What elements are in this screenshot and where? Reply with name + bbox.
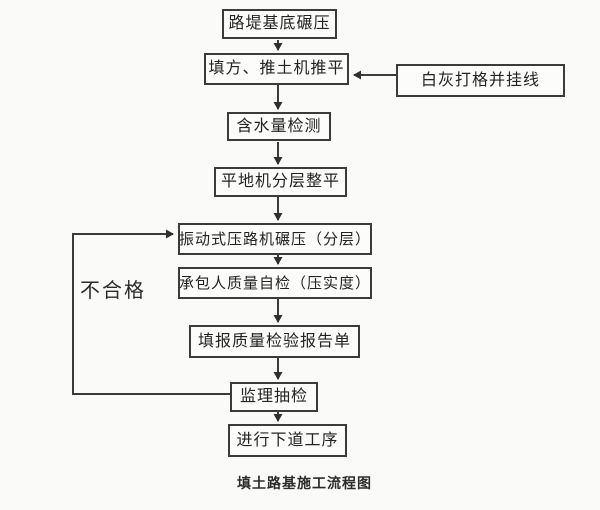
flow-node-supervisor-spot-check: 监理抽检: [230, 382, 318, 412]
edge-fail-loopback: [72, 229, 230, 395]
flow-node-vibratory-roller-compaction: 振动式压路机碾压（分层）: [178, 223, 372, 255]
fail-branch-label: 不合格: [80, 280, 146, 302]
flow-node-roadbed-base-compaction: 路堤基底碾压: [222, 9, 337, 39]
flow-node-contractor-self-inspection: 承包人质量自检（压实度）: [178, 267, 372, 299]
flow-node-next-process: 进行下道工序: [228, 424, 347, 457]
flow-node-fill-bulldozer-leveling: 填方、推土机推平: [204, 53, 349, 85]
flow-node-quality-inspection-report: 填报质量检验报告单: [189, 325, 360, 358]
flowchart-title: 填土路基施工流程图: [237, 475, 372, 491]
flow-node-water-content-test: 含水量检测: [227, 112, 331, 141]
flow-node-grader-layered-leveling: 平地机分层整平: [214, 167, 347, 197]
flow-node-lime-grid-hanging-line: 白灰打格并挂线: [396, 64, 565, 97]
